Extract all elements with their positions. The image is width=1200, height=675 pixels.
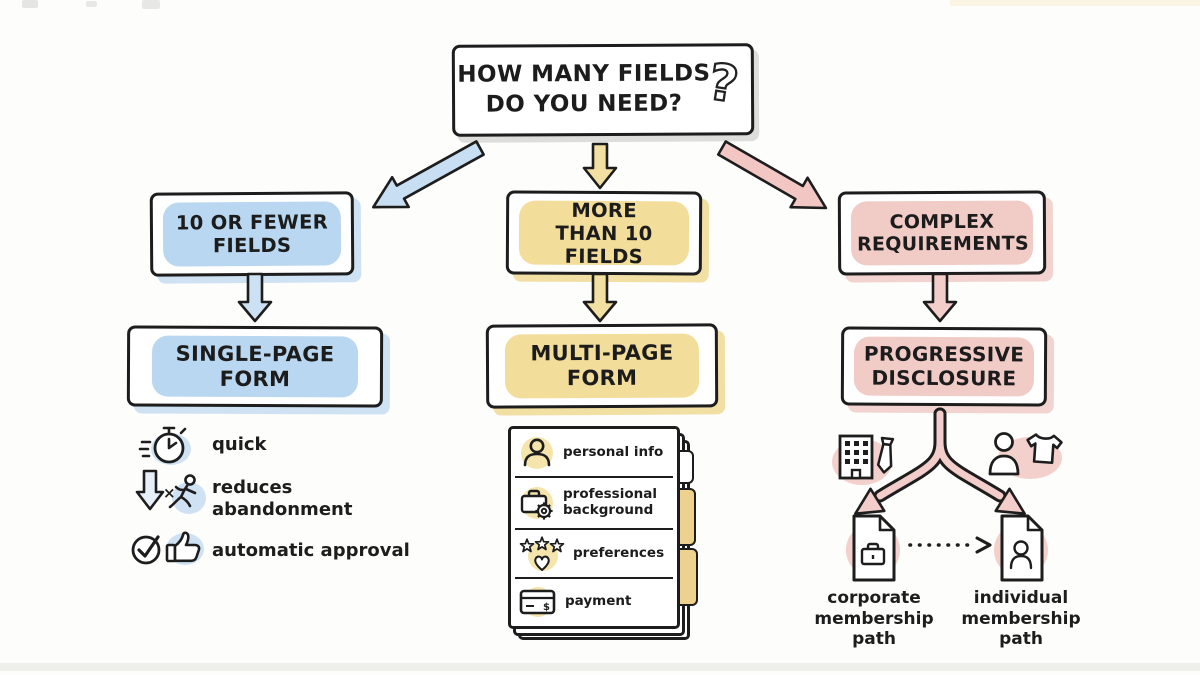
- drop-off-runner-icon: ×: [135, 469, 206, 514]
- form-page-label: preferences: [573, 544, 665, 561]
- check-thumbs-up-icon: [131, 531, 204, 565]
- title-text: HOW MANY FIELDS DO YOU NEED?: [457, 59, 748, 120]
- condition-label: MORE THAN 10 FIELDS: [555, 198, 653, 268]
- briefcase-gear-icon: [520, 487, 553, 520]
- condition-box-10-or-fewer: 10 OR FEWER FIELDS: [149, 191, 355, 277]
- title-box: HOW MANY FIELDS DO YOU NEED? ?: [451, 43, 755, 137]
- benefit-label-reduces-abandonment: reduces abandonment: [212, 477, 353, 520]
- multiply-glyph: ×: [163, 484, 176, 502]
- edge-artifact-bottom: [0, 663, 1200, 671]
- form-page-row-professional-background: professional background: [511, 478, 677, 528]
- title-line-1: HOW MANY FIELDS: [457, 60, 711, 88]
- card-divider: [515, 476, 673, 478]
- stopwatch-icon: [138, 426, 191, 465]
- solution-box-progressive-disclosure: PROGRESSIVE DISCLOSURE: [840, 326, 1048, 407]
- person-icon: [521, 436, 553, 469]
- dollar-glyph: $: [543, 602, 550, 613]
- person-tshirt-icon: [988, 432, 1063, 479]
- path-label-corporate: corporate membership path: [814, 588, 934, 650]
- edge-artifact-top-left: [22, 0, 38, 8]
- corporate-document-icon: [846, 514, 900, 582]
- solution-label: MULTI-PAGE FORM: [530, 340, 674, 391]
- benefit-label-quick: quick: [212, 434, 267, 455]
- building-tie-icon: [832, 434, 895, 485]
- solution-box-single-page: SINGLE-PAGE FORM: [126, 325, 384, 408]
- condition-label: 10 OR FEWER FIELDS: [175, 210, 329, 258]
- form-page-row-personal-info: personal info: [511, 429, 677, 476]
- arrow-title-to-medium: [582, 142, 618, 190]
- edge-artifact-top-right: [950, 0, 1200, 6]
- path-label-individual: individual membership path: [961, 588, 1081, 650]
- form-page-row-preferences: preferences: [511, 530, 677, 577]
- stars-heart-icon: [519, 535, 565, 571]
- arrow-title-to-simple: [371, 140, 485, 209]
- arrow-complex-down: [922, 272, 958, 323]
- individual-document-icon: [994, 514, 1048, 582]
- solution-box-multi-page: MULTI-PAGE FORM: [485, 323, 719, 409]
- edge-artifact-top-x: [142, 0, 160, 9]
- arrow-title-to-complex: [716, 140, 828, 210]
- condition-box-more-than-10: MORE THAN 10 FIELDS: [505, 190, 703, 276]
- title-line-2: DO YOU NEED?: [485, 90, 683, 118]
- solution-label: PROGRESSIVE DISCLOSURE: [863, 341, 1025, 390]
- card-divider: [515, 577, 673, 579]
- dotted-arrow-icon: [908, 536, 992, 554]
- form-page-label: professional background: [563, 486, 657, 518]
- card-divider: [515, 528, 673, 530]
- condition-label: COMPLEX REQUIREMENTS: [857, 210, 1030, 256]
- arrow-medium-down: [582, 272, 618, 323]
- split-arrow: [854, 407, 1026, 515]
- condition-box-complex: COMPLEX REQUIREMENTS: [837, 190, 1047, 276]
- benefit-label-automatic-approval: automatic approval: [212, 540, 410, 561]
- form-page-label: personal info: [563, 443, 664, 460]
- form-page-label: payment: [565, 592, 632, 609]
- edge-artifact-top-mid: [86, 1, 97, 7]
- form-page-row-payment: $ payment: [511, 579, 677, 624]
- arrow-simple-down: [237, 272, 273, 323]
- credit-card-icon: $: [519, 586, 556, 617]
- multi-page-card: personal info: [508, 426, 698, 640]
- card-main-sheet: personal info: [508, 426, 680, 629]
- solution-label: SINGLE-PAGE FORM: [175, 341, 335, 391]
